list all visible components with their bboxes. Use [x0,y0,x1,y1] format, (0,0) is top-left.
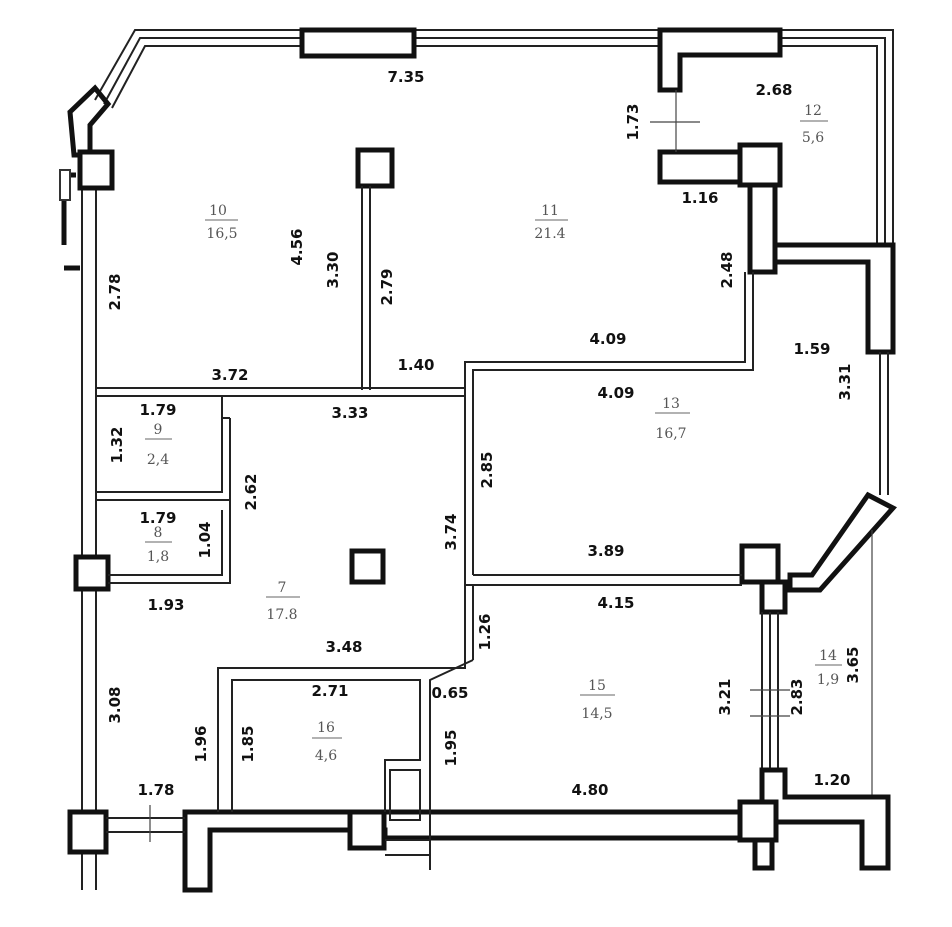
room-area: 2,4 [147,452,169,468]
room-number: 7 [278,580,287,596]
room-number: 12 [804,103,822,119]
room-area: 1,8 [147,549,169,565]
room-number: 11 [541,203,559,219]
room-11-label: 11 21.4 [534,203,568,242]
dimension: 2.68 [755,81,792,99]
dimension: 1.16 [681,189,718,207]
dimension: 1.26 [476,613,494,650]
dimension: 2.83 [788,678,806,715]
room-labels: 10 16,5 11 21.4 12 5,6 13 16,7 9 2,4 8 1… [145,103,842,764]
room-number: 16 [317,720,335,736]
dimension: 4.09 [589,330,626,348]
room-12-label: 12 5,6 [800,103,828,146]
room-number: 8 [154,525,163,541]
dimension: 2.85 [478,451,496,488]
room-number: 13 [662,396,680,412]
dimension: 3.08 [106,686,124,723]
room-area: 14,5 [581,706,612,722]
room-10-label: 10 16,5 [205,203,238,242]
exterior-wall-left [59,149,115,890]
dimension: 3.74 [442,513,460,550]
dimension: 3.33 [331,404,368,422]
room-number: 10 [209,203,227,219]
room-area: 21.4 [534,226,565,242]
dimension: 2.48 [718,251,736,288]
dimension: 3.21 [716,678,734,715]
dimension: 2.62 [242,473,260,510]
dimension: 4.80 [571,781,608,799]
dimension: 3.30 [324,251,342,288]
exterior-wall-right [657,27,898,871]
dimension: 4.15 [597,594,634,612]
dimension: 4.56 [288,228,306,265]
dimension: 1.04 [196,521,214,558]
room-area: 16,7 [655,426,686,442]
room-8-label: 8 1,8 [145,525,172,565]
dimension: 7.35 [387,68,424,86]
interior-walls [96,90,790,870]
dimension: 3.48 [325,638,362,656]
dimension: 1.96 [192,725,210,762]
room-13-label: 13 16,7 [655,396,690,442]
dimension: 1.20 [813,771,850,789]
dimension: 3.72 [211,366,248,384]
dimension: 1.79 [139,509,176,527]
dimension: 1.79 [139,401,176,419]
dimension: 1.93 [147,596,184,614]
dimension: 3.31 [836,363,854,400]
room-15-label: 15 14,5 [580,678,615,722]
room-7-label: 7 17.8 [266,580,300,623]
corner-top-left [67,84,112,158]
dimension: 3.65 [844,646,862,683]
room-number: 9 [154,422,163,438]
exterior-wall-top [94,29,894,245]
room-9-label: 9 2,4 [145,422,172,468]
room-number: 14 [819,648,837,664]
room-area: 4,6 [315,748,337,764]
dimension-labels: 7.35 2.68 1.73 1.16 4.56 3.30 2.79 2.78 … [106,68,862,799]
dimension: 2.79 [378,268,396,305]
room-14-label: 14 1,9 [815,648,842,688]
room-area: 5,6 [802,130,824,146]
room-area: 17.8 [266,607,297,623]
room-area: 1,9 [817,672,839,688]
dimension: 1.59 [793,340,830,358]
dimension: 1.78 [137,781,174,799]
dimension: 1.95 [442,729,460,766]
dimension: 0.65 [431,684,468,702]
dimension: 1.40 [397,356,434,374]
room-area: 16,5 [206,226,237,242]
dimension: 2.78 [106,273,124,310]
dimension: 1.32 [108,426,126,463]
dimension: 2.71 [311,682,348,700]
dimension: 4.09 [597,384,634,402]
exterior-wall-bottom [106,805,743,893]
dimension: 3.89 [587,542,624,560]
room-16-label: 16 4,6 [312,720,342,764]
dimension: 1.73 [624,103,642,140]
room-number: 15 [588,678,606,694]
dimension: 1.85 [239,725,257,762]
window-top [299,27,417,59]
